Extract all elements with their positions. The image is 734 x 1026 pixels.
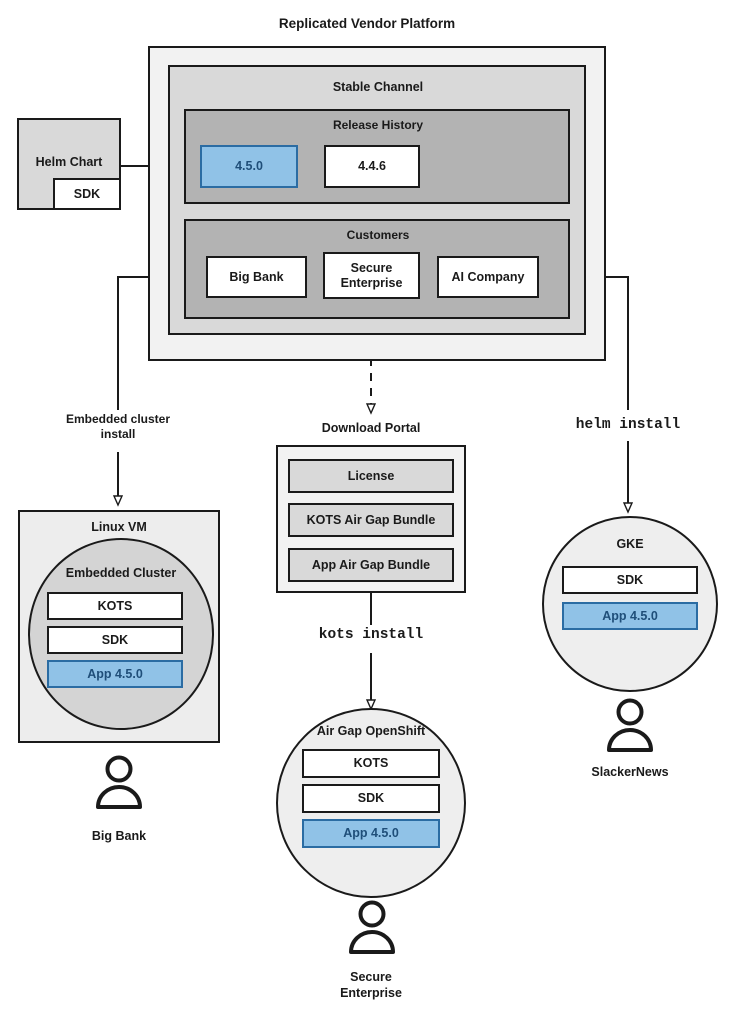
linuxvm-component-app[interactable]: App 4.5.0 [47, 660, 183, 688]
linuxvm-component-sdk[interactable]: SDK [47, 626, 183, 654]
release-history-title: Release History [332, 118, 424, 132]
linuxvm-component-kots[interactable]: KOTS [47, 592, 183, 620]
portal-artifact-app-air-gap-bundle[interactable]: App Air Gap Bundle [288, 548, 454, 582]
avatar-slackernews [607, 698, 653, 752]
linux-vm-title: Linux VM [91, 520, 147, 534]
label-helm-install: helm install [575, 417, 681, 433]
page-title: Replicated Vendor Platform [278, 16, 456, 31]
gke-component-sdk[interactable]: SDK [562, 566, 698, 594]
download-portal-title: Download Portal [321, 421, 421, 435]
stable-channel-title: Stable Channel [332, 80, 424, 94]
customer-label-slackernews: SlackerNews [591, 765, 669, 779]
release-chip-4-4-6[interactable]: 4.4.6 [324, 145, 420, 188]
helm-chart-label: Helm Chart [35, 155, 103, 169]
customer-box-big-bank[interactable]: Big Bank [206, 256, 307, 298]
gke-title: GKE [616, 537, 644, 551]
customer-label-secure-enterprise: Secure Enterprise [340, 970, 402, 1000]
openshift-component-app[interactable]: App 4.5.0 [302, 819, 440, 848]
customer-box-ai-company[interactable]: AI Company [437, 256, 539, 298]
openshift-component-kots[interactable]: KOTS [302, 749, 440, 778]
avatar-secure-enterprise [349, 900, 395, 954]
portal-artifact-license[interactable]: License [288, 459, 454, 493]
customer-label-big-bank: Big Bank [91, 829, 147, 843]
portal-artifact-kots-air-gap-bundle[interactable]: KOTS Air Gap Bundle [288, 503, 454, 537]
openshift-component-sdk[interactable]: SDK [302, 784, 440, 813]
label-kots-install: kots install [318, 627, 424, 643]
customers-title: Customers [346, 228, 410, 242]
gke-component-app[interactable]: App 4.5.0 [562, 602, 698, 630]
label-embedded-cluster-install: Embedded cluster install [65, 412, 171, 441]
release-chip-4-5-0[interactable]: 4.5.0 [200, 145, 298, 188]
embedded-cluster-title: Embedded Cluster [65, 566, 177, 580]
customer-box-secure-enterprise[interactable]: Secure Enterprise [323, 252, 420, 299]
helm-chart-sdk-box[interactable]: SDK [53, 178, 121, 210]
avatar-big-bank [96, 755, 142, 809]
air-gap-openshift-title: Air Gap OpenShift [316, 724, 426, 738]
